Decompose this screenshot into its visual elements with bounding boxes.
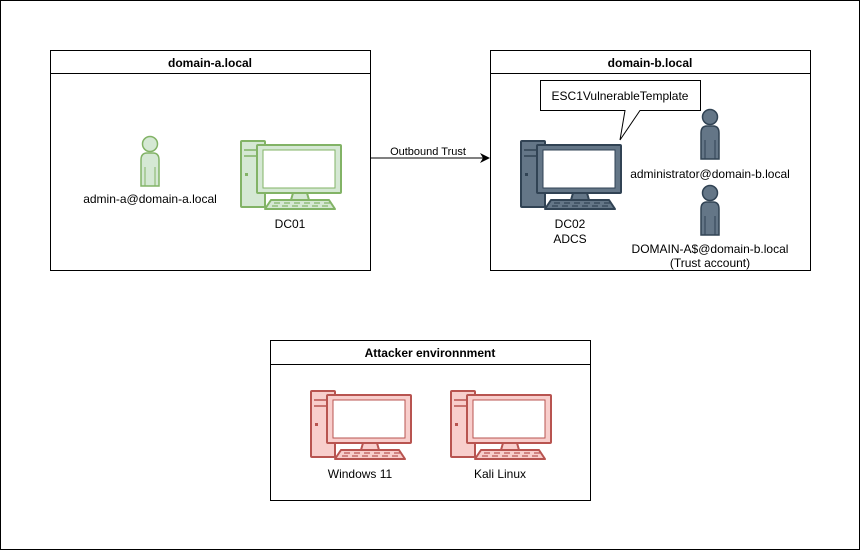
dc01-label: DC01 bbox=[275, 217, 306, 231]
user-icon[interactable] bbox=[700, 184, 720, 236]
domain-a-title: domain-a.local bbox=[168, 56, 252, 70]
domain-b-title: domain-b.local bbox=[608, 56, 693, 70]
administrator-label: administrator@domain-b.local bbox=[630, 167, 790, 181]
dc02-label: DC02 bbox=[555, 217, 586, 231]
windows-11-label: Windows 11 bbox=[328, 467, 393, 481]
user-icon[interactable] bbox=[140, 135, 160, 187]
trust-account-label: DOMAIN-A$@domain-b.local bbox=[632, 242, 789, 256]
attacker-container[interactable]: Attacker environnment Windows 11 Kali Li… bbox=[270, 340, 591, 501]
outbound-trust-connector[interactable]: Outbound Trust bbox=[371, 146, 490, 163]
domain-a-container[interactable]: domain-a.local admin-a@domain-a.local DC… bbox=[50, 50, 371, 271]
computer-icon[interactable] bbox=[240, 140, 342, 210]
template-callout[interactable]: ESC1VulnerableTemplate bbox=[540, 80, 701, 141]
kali-linux-label: Kali Linux bbox=[474, 467, 526, 481]
attacker-title: Attacker environnment bbox=[365, 346, 496, 360]
trust-account-note: (Trust account) bbox=[670, 256, 750, 270]
computer-icon[interactable] bbox=[450, 390, 552, 460]
trust-label: Outbound Trust bbox=[390, 146, 466, 158]
domain-a-user-label: admin-a@domain-a.local bbox=[83, 192, 217, 206]
computer-icon[interactable] bbox=[310, 390, 412, 460]
user-icon[interactable] bbox=[700, 108, 720, 160]
domain-b-container[interactable]: domain-b.local ESC1VulnerableTemplate DC… bbox=[490, 50, 811, 271]
computer-icon[interactable] bbox=[520, 140, 622, 210]
template-callout-label: ESC1VulnerableTemplate bbox=[552, 89, 689, 103]
adcs-label: ADCS bbox=[553, 232, 586, 246]
